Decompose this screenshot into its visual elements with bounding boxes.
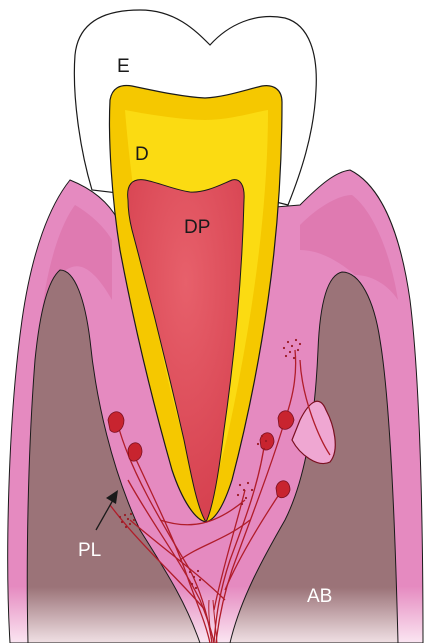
- label-alveolar-bone: AB: [307, 586, 332, 607]
- label-dental-pulp: DP: [184, 217, 210, 238]
- label-dentin: D: [135, 144, 149, 165]
- label-enamel: E: [117, 56, 130, 77]
- label-periodontal-ligament: PL: [78, 540, 101, 561]
- nerve-ending: [276, 481, 290, 498]
- nerve-ending: [128, 443, 142, 461]
